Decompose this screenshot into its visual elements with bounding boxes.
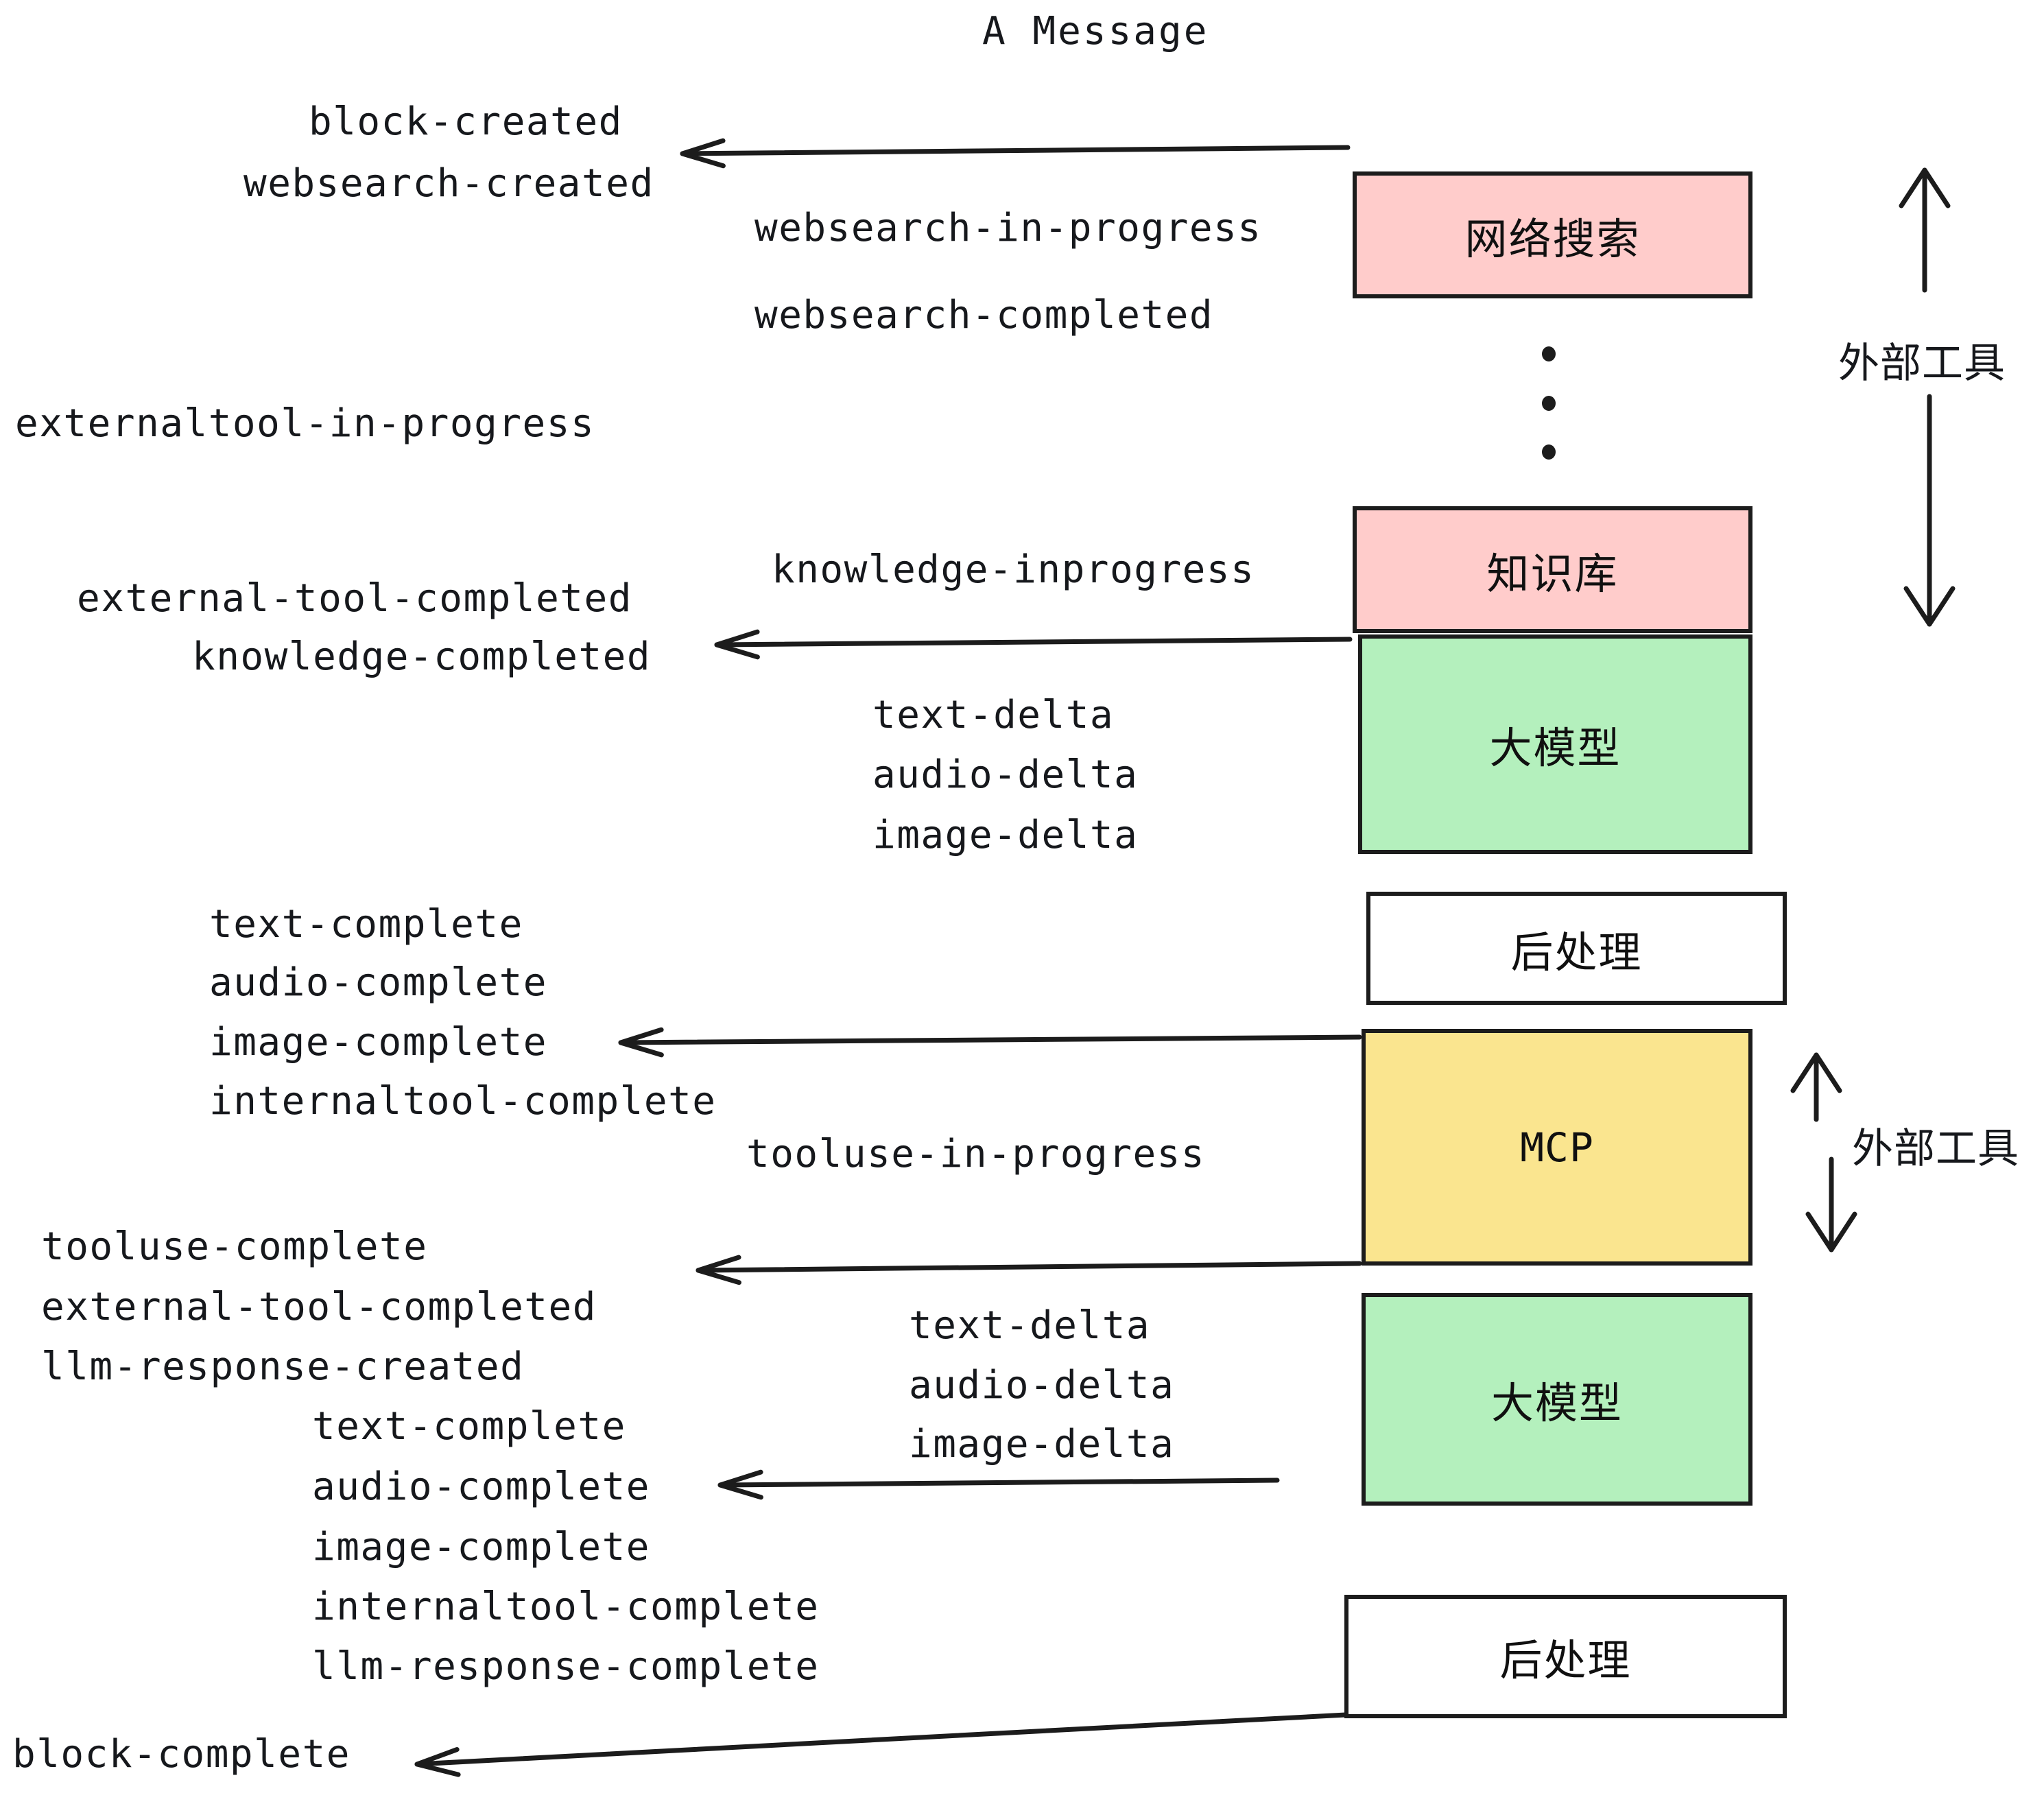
event-label-websearch-created: websearch-created: [243, 161, 654, 206]
vertical-ellipsis-icon: [1542, 346, 1556, 460]
ellipsis-dot: [1542, 346, 1556, 361]
event-label-tooluse-in-progress: tooluse-in-progress: [746, 1132, 1206, 1176]
node-mcp: MCP: [1362, 1029, 1752, 1266]
event-label-external-tool-completed-1: external-tool-completed: [77, 576, 632, 621]
event-label-websearch-completed: websearch-completed: [754, 293, 1214, 337]
event-label-audio-complete-1: audio-complete: [209, 960, 548, 1005]
event-label-block-complete: block-complete: [12, 1732, 351, 1777]
event-label-llm-response-complete: llm-response-complete: [312, 1644, 820, 1689]
external-tool-up-bottom: [1790, 1052, 1842, 1122]
arrow-post2-to-block-done: [414, 1712, 1348, 1777]
event-label-external-tool-completed-2: external-tool-completed: [41, 1285, 597, 1329]
event-label-image-complete-1: image-complete: [209, 1020, 548, 1065]
node-llm-2: 大模型: [1362, 1293, 1752, 1506]
event-label-knowledge-completed: knowledge-completed: [192, 634, 652, 679]
side-label-external-tool-bottom: 外部工具: [1852, 1125, 2019, 1173]
node-websearch: 网络搜索: [1353, 171, 1752, 298]
node-knowledgebase: 知识库: [1353, 506, 1752, 633]
event-label-image-delta-1: image-delta: [872, 813, 1139, 857]
page-title: A Message: [982, 9, 1209, 54]
node-postprocess-1: 后处理: [1366, 892, 1787, 1005]
event-label-audio-delta-2: audio-delta: [909, 1363, 1175, 1408]
event-label-image-complete-2: image-complete: [312, 1525, 651, 1569]
external-tool-down-top: [1903, 394, 1956, 627]
event-label-image-delta-2: image-delta: [909, 1422, 1175, 1467]
event-label-text-complete-1: text-complete: [209, 902, 523, 947]
arrow-mcp-to-image: [618, 1027, 1362, 1058]
event-label-audio-delta-1: audio-delta: [872, 752, 1139, 797]
arrow-llm2-to-audio: [717, 1469, 1280, 1500]
ellipsis-dot: [1542, 444, 1556, 460]
external-tool-up-top: [1899, 167, 1951, 293]
node-postprocess-2: 后处理: [1344, 1595, 1787, 1718]
ellipsis-dot: [1542, 395, 1556, 411]
arrow-websearch-to-block: [680, 138, 1351, 169]
event-label-tooluse-complete: tooluse-complete: [41, 1224, 428, 1269]
event-label-websearch-in-progress: websearch-in-progress: [754, 206, 1262, 250]
event-label-internaltool-complete-2: internaltool-complete: [312, 1585, 820, 1629]
event-label-text-delta-2: text-delta: [909, 1303, 1151, 1348]
event-label-externaltool-in-progress: externaltool-in-progress: [15, 401, 595, 446]
side-label-external-tool-top: 外部工具: [1838, 340, 2006, 388]
event-label-internaltool-complete-1: internaltool-complete: [209, 1079, 717, 1124]
event-label-block-created: block-created: [309, 99, 623, 144]
event-label-text-complete-2: text-complete: [312, 1404, 626, 1449]
external-tool-down-bottom: [1805, 1156, 1857, 1253]
event-label-text-delta-1: text-delta: [872, 693, 1115, 737]
event-label-knowledge-inprogress: knowledge-inprogress: [772, 547, 1255, 592]
event-label-llm-response-created: llm-response-created: [41, 1344, 525, 1389]
arrow-knowledge-to-left: [714, 629, 1353, 660]
node-llm-1: 大模型: [1358, 634, 1752, 854]
arrow-mcp-to-tooluse: [696, 1255, 1362, 1285]
event-label-audio-complete-2: audio-complete: [312, 1464, 651, 1509]
